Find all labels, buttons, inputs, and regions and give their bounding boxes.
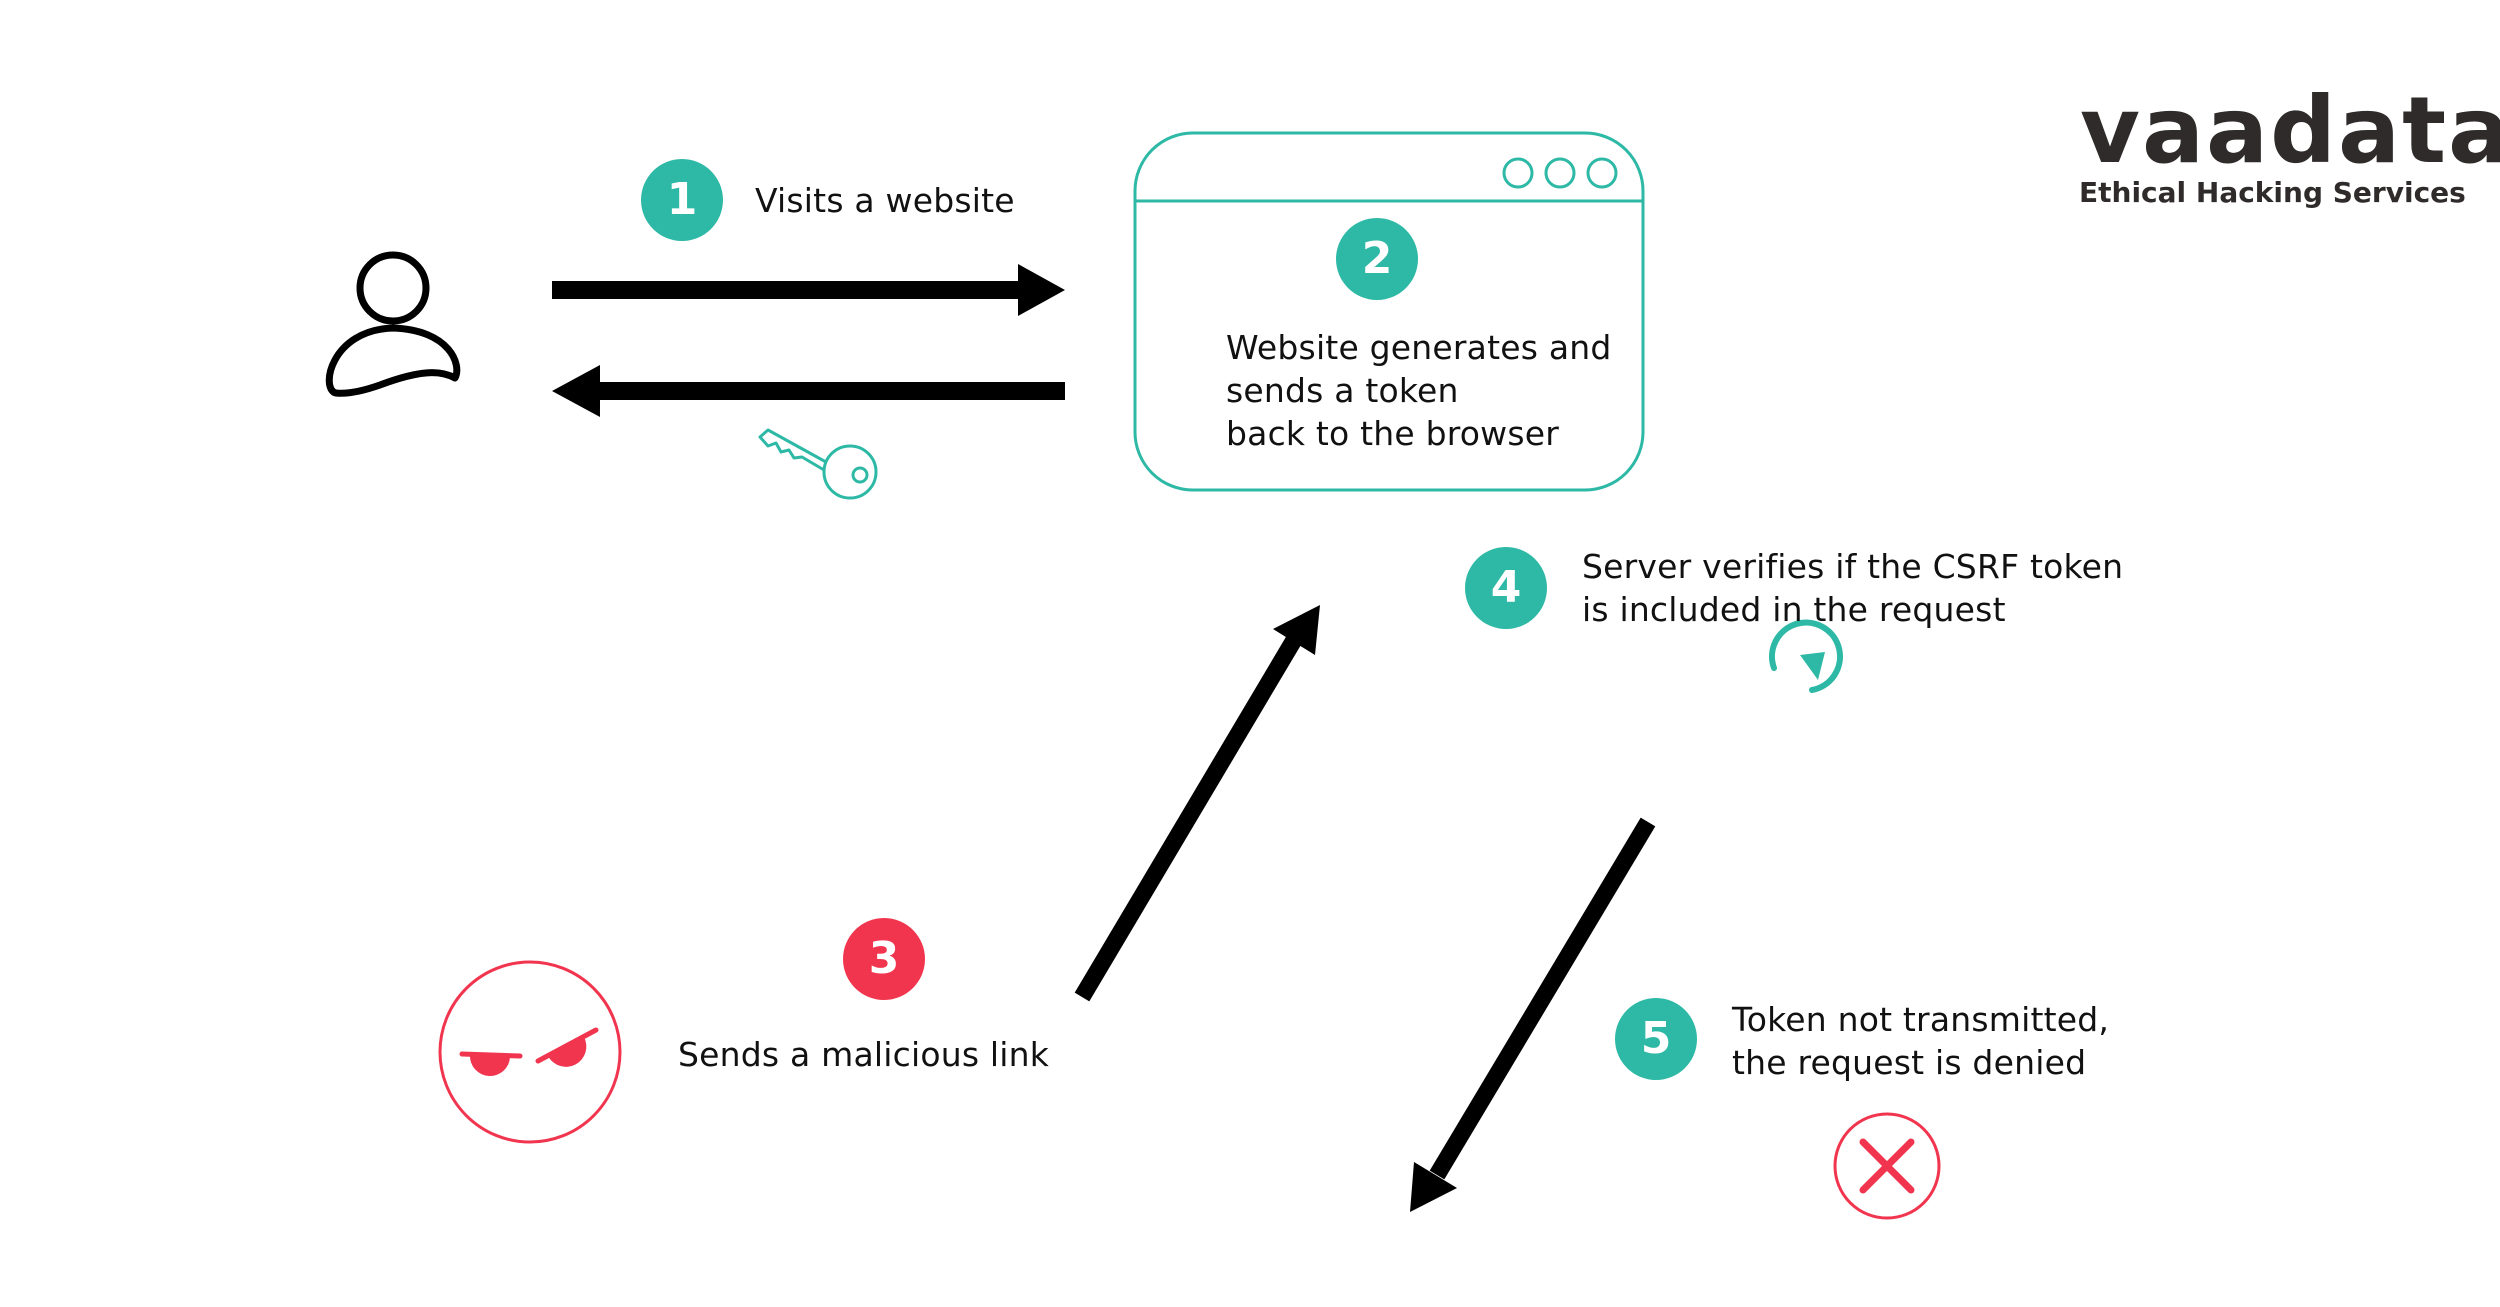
- user-icon: [325, 251, 461, 397]
- key-icon: [758, 428, 878, 500]
- step-5-label: Token not transmitted, the request is de…: [1732, 1000, 2110, 1082]
- arrow-to-website: [552, 264, 1065, 316]
- brand-tagline: Ethical Hacking Services: [2079, 176, 2466, 209]
- step-2-badge: 2: [1336, 218, 1418, 300]
- arrow-to-user: [552, 365, 1065, 417]
- arrow-request-denied: [1410, 817, 1656, 1212]
- step-3-label: Sends a malicious link: [678, 1035, 1050, 1074]
- refresh-icon: [1769, 619, 1844, 693]
- arrow-malicious-request: [1074, 605, 1320, 1002]
- step-5-badge: 5: [1615, 998, 1697, 1080]
- step-1-badge: 1: [641, 159, 723, 241]
- cross-icon: [1833, 1112, 1941, 1220]
- step-2-label: Website generates and sends a token back…: [1226, 328, 1612, 453]
- step-1-label: Visits a website: [755, 181, 1015, 220]
- brand-logo: vaadata: [2080, 77, 2500, 184]
- browser-window-icon: [1133, 131, 1645, 492]
- step-4-badge: 4: [1465, 547, 1547, 629]
- step-4-label: Server verifies if the CSRF token is inc…: [1582, 547, 2124, 629]
- step-3-badge: 3: [843, 918, 925, 1000]
- angry-face-icon: [438, 960, 622, 1144]
